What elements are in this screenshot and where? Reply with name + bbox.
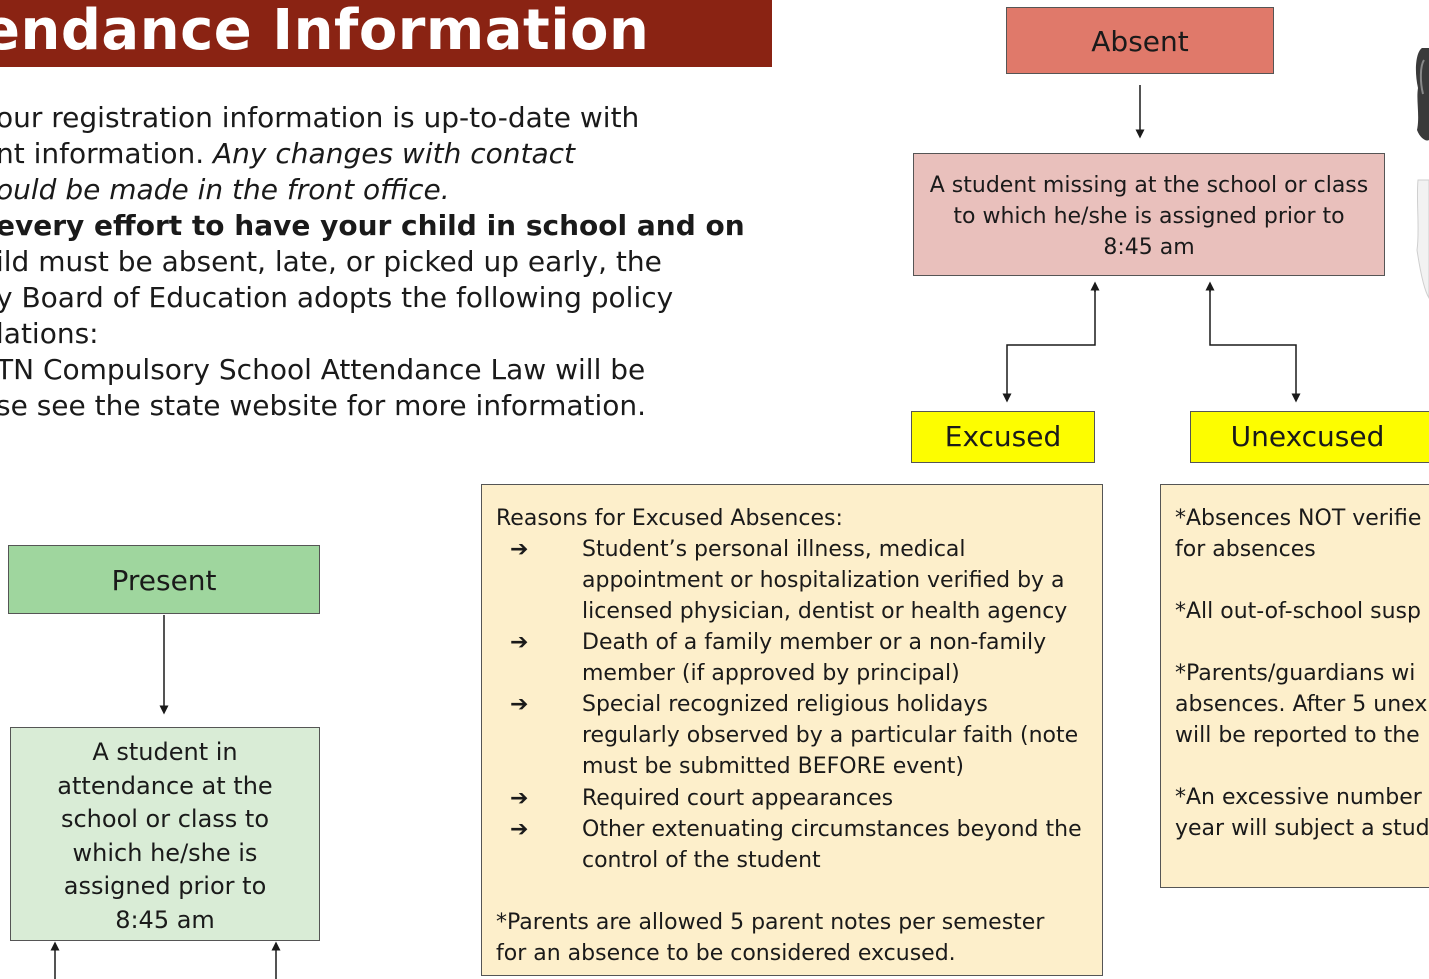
character-clipart-icon xyxy=(1408,30,1429,310)
reason-text: Death of a family member or a non-family… xyxy=(582,630,1047,686)
unexcused-line: *All out-of-school susp xyxy=(1175,599,1421,624)
arrow-bullet-icon: ➔ xyxy=(510,786,529,811)
reason-text: Other extenuating circumstances beyond t… xyxy=(582,817,1082,873)
intro-line-3-italic: ould be made in the front office. xyxy=(0,173,450,206)
arrow-bullet-icon: ➔ xyxy=(510,692,529,717)
arrow-excused-connector xyxy=(1002,290,1096,403)
unexcused-label: Unexcused xyxy=(1230,420,1385,453)
present-definition-text: A student in attendance at the school or… xyxy=(57,738,273,934)
arrow-bullet-icon: ➔ xyxy=(510,817,529,842)
unexcused-line: *An excessive number xyxy=(1175,785,1422,810)
intro-line-9: se see the state website for more inform… xyxy=(0,389,647,422)
unexcused-line: will be reported to the xyxy=(1175,723,1420,748)
intro-line-6: y Board of Education adopts the followin… xyxy=(0,281,674,314)
arrow-unexcused-connector xyxy=(1209,290,1301,403)
title-banner: endance Information xyxy=(0,0,772,67)
intro-line-8: TN Compulsory School Attendance Law will… xyxy=(0,353,646,386)
reason-text: Required court appearances xyxy=(582,786,894,811)
intro-line-4: every effort to have your child in schoo… xyxy=(0,209,745,242)
intro-line-1: our registration information is up-to-da… xyxy=(0,101,640,134)
intro-line-5: ild must be absent, late, or picked up e… xyxy=(0,245,662,278)
reason-text: Special recognized religious holidays re… xyxy=(582,692,1079,779)
intro-line-3: ould be made in the front office. xyxy=(0,172,450,208)
unexcused-line: *Absences NOT verifie xyxy=(1175,506,1422,531)
absent-box: Absent xyxy=(1006,7,1274,74)
arrow-bullet-icon: ➔ xyxy=(510,630,529,655)
intro-line-2-plain: nt information. xyxy=(0,137,214,170)
absent-label: Absent xyxy=(1091,25,1189,58)
excused-box: Excused xyxy=(911,411,1095,463)
unexcused-line: *Parents/guardians wi xyxy=(1175,661,1416,686)
present-box: Present xyxy=(8,545,320,614)
intro-line-2-italic: Any changes with contact xyxy=(213,137,576,170)
page-title: endance Information xyxy=(0,0,650,63)
absent-definition-box: A student missing at the school or class… xyxy=(913,153,1385,276)
parents-note: *Parents are allowed 5 parent notes per … xyxy=(496,910,1045,966)
reason-text: Student’s personal illness, medical appo… xyxy=(582,537,1068,624)
arrow-bullet-icon: ➔ xyxy=(510,537,529,562)
unexcused-box: Unexcused xyxy=(1190,411,1429,463)
reasons-heading: Reasons for Excused Absences: xyxy=(496,506,843,531)
absent-definition-text: A student missing at the school or class… xyxy=(929,173,1369,260)
present-label: Present xyxy=(111,564,217,597)
unexcused-panel: *Absences NOT verifie for absences *All … xyxy=(1160,484,1429,888)
unexcused-line: absences. After 5 unex xyxy=(1175,692,1428,717)
unexcused-line: year will subject a stud xyxy=(1175,816,1429,841)
excused-label: Excused xyxy=(944,420,1062,453)
excused-reasons-panel: Reasons for Excused Absences: ➔ Student’… xyxy=(481,484,1103,976)
intro-line-2: nt information. Any changes with contact xyxy=(0,136,575,172)
present-definition-box: A student in attendance at the school or… xyxy=(10,727,320,941)
intro-line-7: lations: xyxy=(0,317,99,350)
unexcused-line: for absences xyxy=(1175,537,1316,562)
